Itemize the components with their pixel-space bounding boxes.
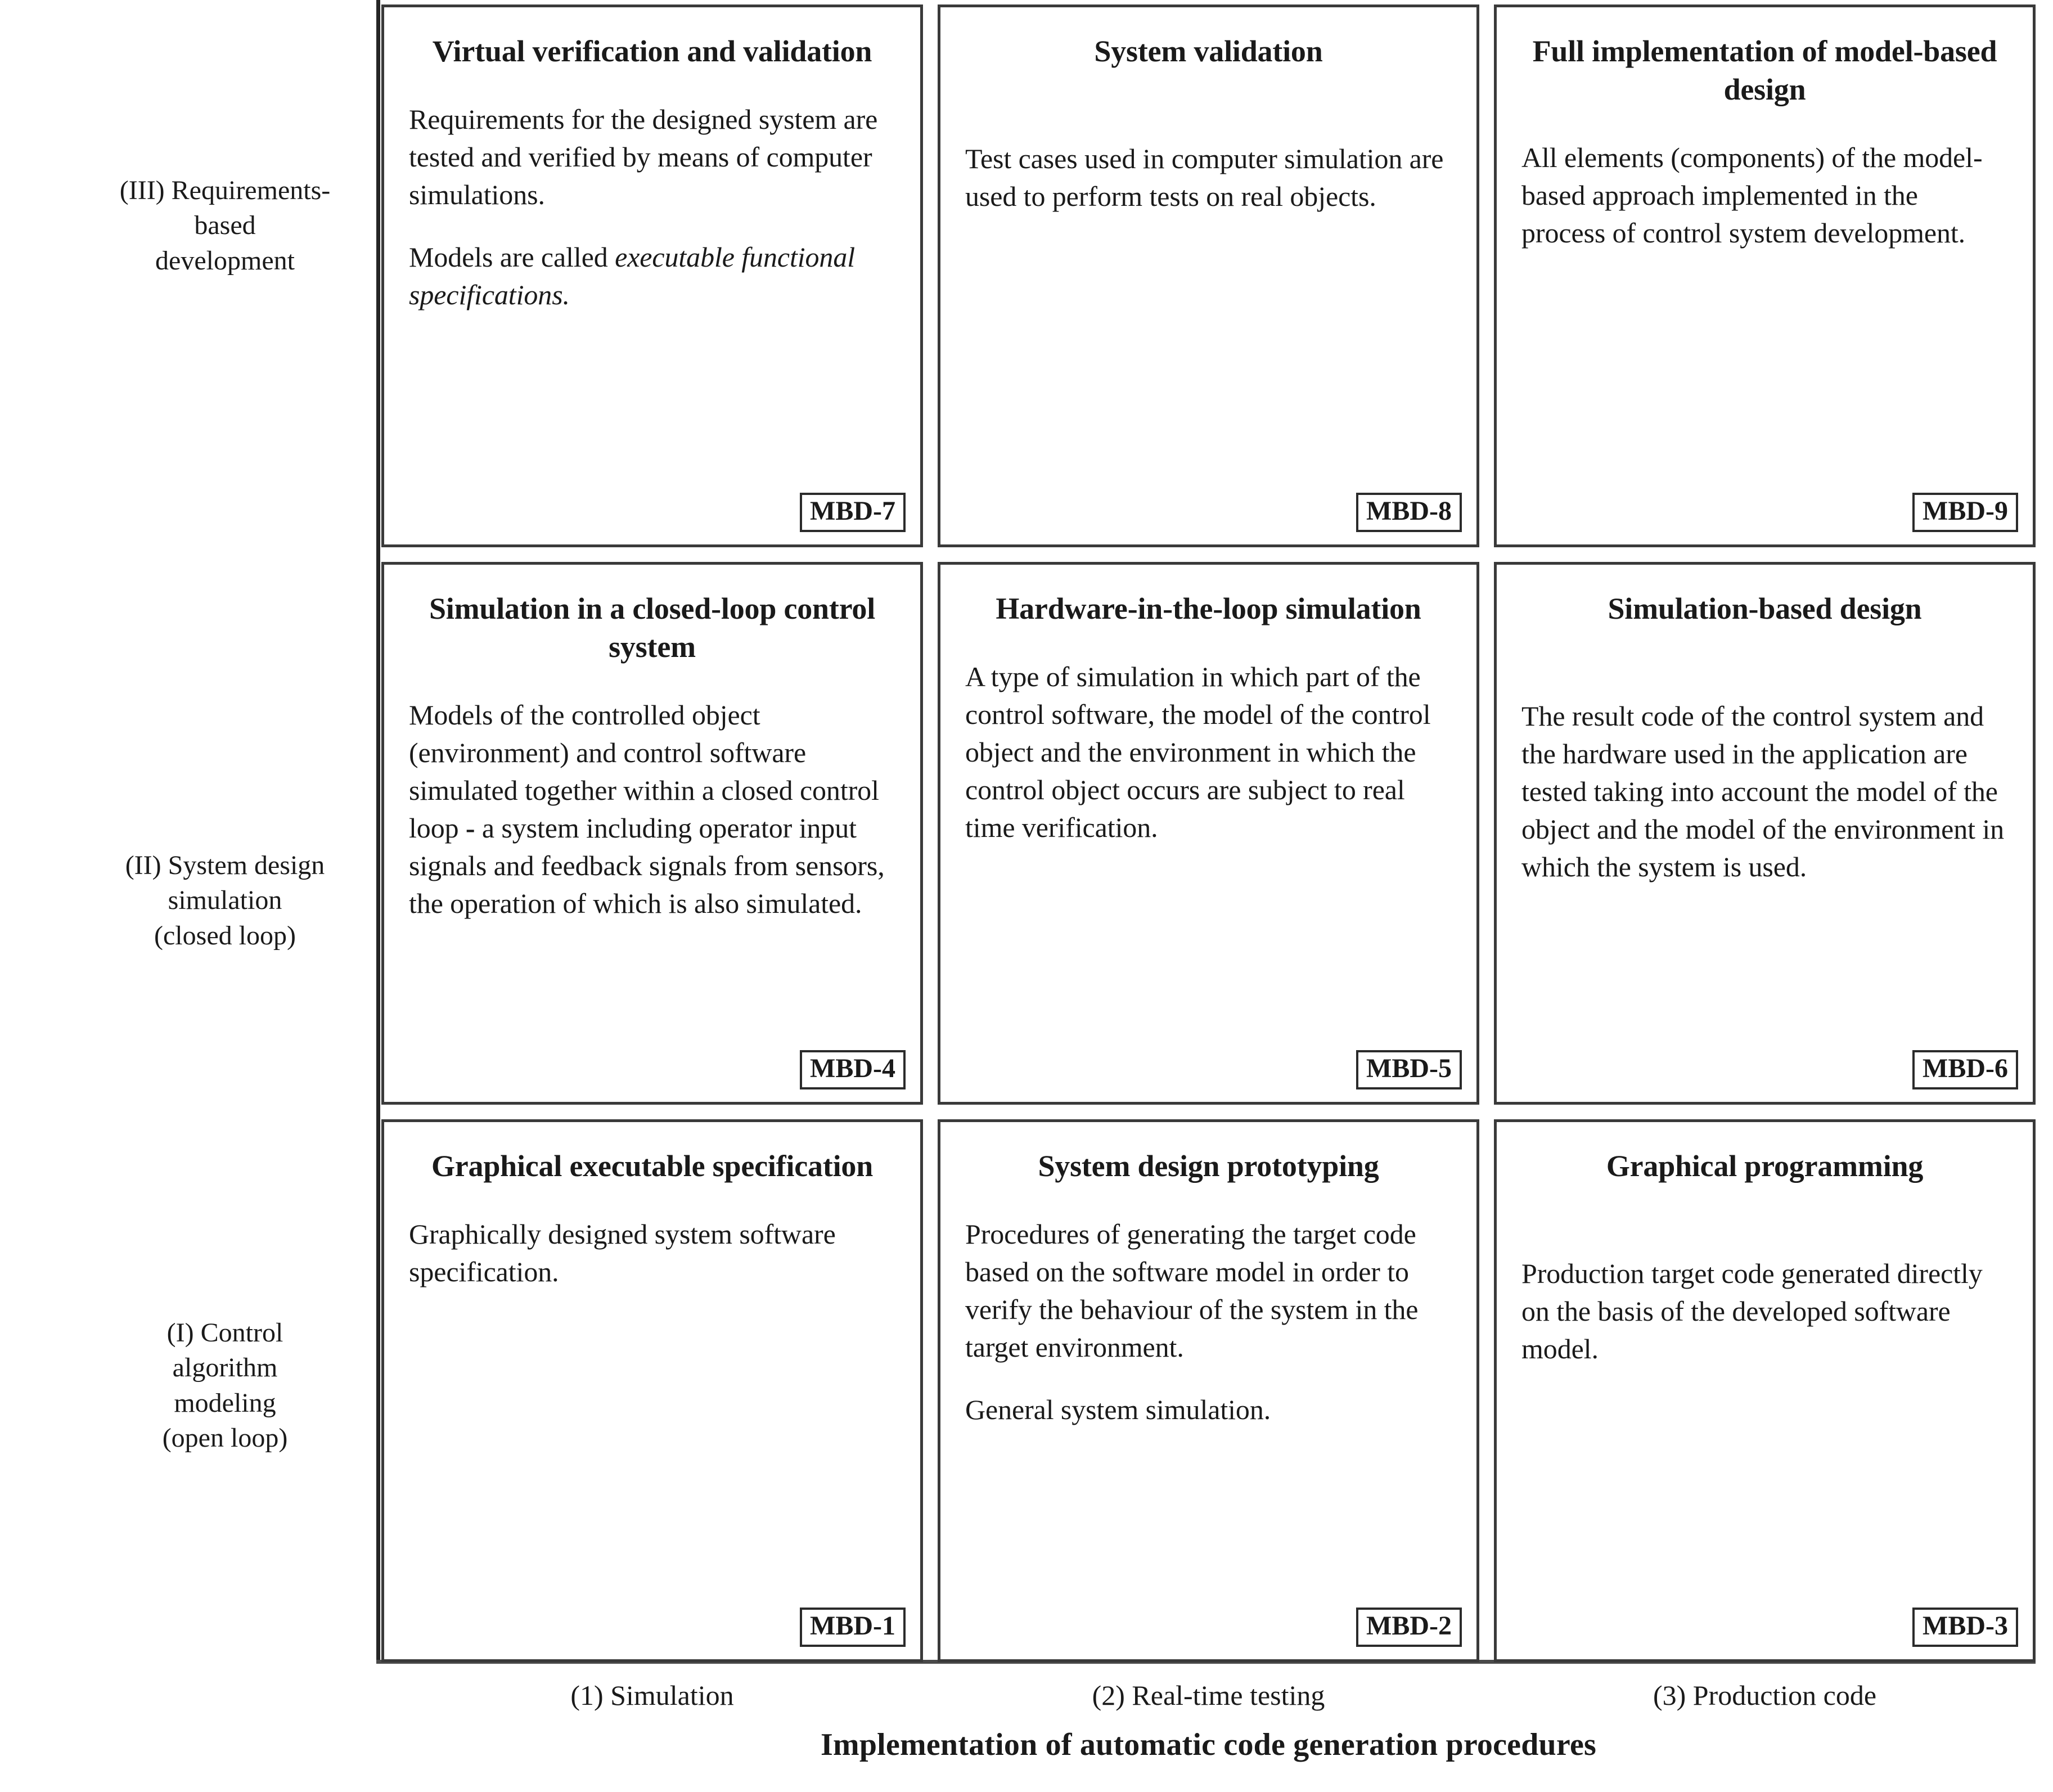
card-title: System design prototyping: [1038, 1149, 1379, 1183]
card-tag-mbd-6: MBD-6: [1912, 1050, 2018, 1089]
col-label-real-time-testing: (2) Real-time testing: [1092, 1680, 1325, 1711]
card-text: Models of the controlled object (environ…: [409, 699, 879, 844]
card-title: Simulation-based design: [1608, 592, 1922, 625]
card-mbd-7[interactable]: Virtual verification and validation Requ…: [381, 4, 923, 547]
card-text: A type of simulation in which part of th…: [965, 661, 1431, 844]
card-title: Simulation in a closed-loop control syst…: [429, 592, 876, 664]
card-mbd-8[interactable]: System validation Test cases used in com…: [938, 4, 1479, 547]
card-text-dash: -: [465, 812, 475, 844]
card-mbd-9[interactable]: Full implementation of model-based desig…: [1494, 4, 2036, 547]
card-body: A type of simulation in which part of th…: [965, 658, 1452, 847]
column-label-row: (1) Simulation (2) Real-time testing (3)…: [381, 1672, 2036, 1719]
card-text: Graphically designed system software spe…: [409, 1218, 836, 1288]
card-paragraph-1: Graphically designed system software spe…: [409, 1215, 895, 1291]
x-axis-title: Implementation of automatic code generat…: [821, 1727, 1596, 1762]
card-mbd-5[interactable]: Hardware-in-the-loop simulation A type o…: [938, 562, 1479, 1105]
card-body: Procedures of generating the target code…: [965, 1215, 1452, 1429]
card-paragraph-2: General system simulation.: [965, 1391, 1452, 1429]
card-title: Graphical programming: [1606, 1149, 1924, 1183]
card-paragraph-1: All elements (components) of the model-b…: [1521, 139, 2008, 252]
y-axis-line: [376, 0, 380, 1664]
card-body: Test cases used in computer simulation a…: [965, 140, 1452, 215]
card-mbd-3[interactable]: Graphical programming Production target …: [1494, 1119, 2036, 1662]
card-mbd-6[interactable]: Simulation-based design The result code …: [1494, 562, 2036, 1105]
card-paragraph-1: A type of simulation in which part of th…: [965, 658, 1452, 847]
card-text: All elements (components) of the model-b…: [1521, 142, 1983, 249]
card-tag-mbd-3: MBD-3: [1912, 1607, 2018, 1647]
y-axis-title: Implementation and adoption of verificat…: [0, 0, 67, 67]
card-paragraph-1: Models of the controlled object (environ…: [409, 696, 895, 922]
card-tag-mbd-9: MBD-9: [1912, 492, 2018, 532]
card-body: Models of the controlled object (environ…: [409, 696, 895, 922]
card-title: Full implementation of model-based desig…: [1532, 34, 1997, 107]
mbd-matrix: Virtual verification and validation Requ…: [381, 4, 2036, 1662]
card-text-italic: executable functional specifications.: [409, 241, 856, 311]
row-label-text: (II) System design simulation (closed lo…: [125, 850, 325, 951]
card-tag-mbd-7: MBD-7: [800, 492, 906, 532]
card-text: Production target code generated directl…: [1521, 1258, 1983, 1365]
row-label-text: (I) Control algorithm modeling (open loo…: [162, 1318, 288, 1453]
card-tag-mbd-5: MBD-5: [1356, 1050, 1462, 1089]
card-text: Requirements for the designed system are…: [409, 103, 878, 211]
card-text: Test cases used in computer simulation a…: [965, 143, 1444, 213]
card-title: Virtual verification and validation: [432, 34, 872, 68]
card-paragraph-1: Test cases used in computer simulation a…: [965, 140, 1452, 215]
row-label-text: (III) Requirements- based development: [119, 175, 331, 276]
card-text: General system simulation.: [965, 1394, 1271, 1426]
card-body: The result code of the control system an…: [1521, 697, 2008, 886]
card-text: a system including operator input signal…: [409, 812, 885, 920]
col-label-production-code: (3) Production code: [1653, 1680, 1877, 1711]
card-paragraph-1: Requirements for the designed system are…: [409, 101, 895, 214]
row-label-control-algorithm-modeling: (I) Control algorithm modeling (open loo…: [73, 1143, 377, 1662]
card-paragraph-1: The result code of the control system an…: [1521, 697, 2008, 886]
row-label-requirements-based-development: (III) Requirements- based development: [73, 4, 377, 658]
card-body: Production target code generated directl…: [1521, 1255, 2008, 1368]
card-mbd-4[interactable]: Simulation in a closed-loop control syst…: [381, 562, 923, 1105]
card-paragraph-2: Models are called executable functional …: [409, 238, 895, 314]
card-title: Graphical executable specification: [431, 1149, 874, 1183]
card-body: All elements (components) of the model-b…: [1521, 139, 2008, 252]
card-tag-mbd-1: MBD-1: [800, 1607, 906, 1647]
col-label-simulation: (1) Simulation: [570, 1680, 734, 1711]
card-mbd-2[interactable]: System design prototyping Procedures of …: [938, 1119, 1479, 1662]
card-title: Hardware-in-the-loop simulation: [996, 592, 1421, 625]
card-paragraph-1: Production target code generated directl…: [1521, 1255, 2008, 1368]
card-mbd-1[interactable]: Graphical executable specification Graph…: [381, 1119, 923, 1662]
row-label-column: (III) Requirements- based development (I…: [73, 4, 377, 1662]
card-body: Requirements for the designed system are…: [409, 101, 895, 314]
row-label-system-design-simulation: (II) System design simulation (closed lo…: [73, 658, 377, 1143]
card-tag-mbd-4: MBD-4: [800, 1050, 906, 1089]
card-text: Models are called: [409, 241, 615, 273]
card-body: Graphically designed system software spe…: [409, 1215, 895, 1291]
card-title: System validation: [1094, 34, 1323, 68]
card-tag-mbd-2: MBD-2: [1356, 1607, 1462, 1647]
card-paragraph-1: Procedures of generating the target code…: [965, 1215, 1452, 1366]
card-text: Procedures of generating the target code…: [965, 1218, 1419, 1363]
card-tag-mbd-8: MBD-8: [1356, 492, 1462, 532]
card-text: The result code of the control system an…: [1521, 700, 2005, 883]
